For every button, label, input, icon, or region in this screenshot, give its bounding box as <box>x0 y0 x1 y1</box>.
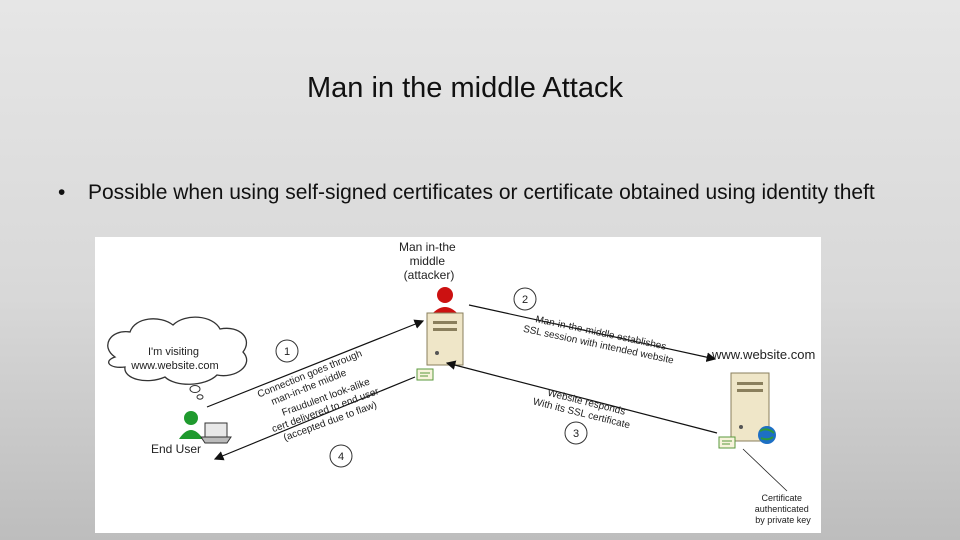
attacker-label: Man in-the middle (attacker) <box>399 240 459 282</box>
real-certificate-icon <box>718 436 736 449</box>
bullet-text: Possible when using self-signed certific… <box>88 181 875 204</box>
step-2-number: 2 <box>522 294 528 306</box>
mitm-diagram: Man in-the middle (attacker) <box>95 237 821 533</box>
step-1-badge <box>275 339 299 363</box>
step-2-badge <box>513 287 537 311</box>
step-1-number: 1 <box>284 346 290 358</box>
attacker-person-icon <box>431 287 459 315</box>
slide-title: Man in the middle Attack <box>307 72 623 104</box>
fake-certificate-icon <box>416 368 434 381</box>
step-4-badge <box>329 444 353 468</box>
step-3-badge <box>564 421 588 445</box>
thought-bubble-text: I'm visiting www.website.com <box>130 346 218 372</box>
bullet-dot: • <box>58 181 66 204</box>
bullet-item: • Possible when using self-signed certif… <box>58 180 882 206</box>
step-2-arrow <box>468 304 717 362</box>
step-3-number: 3 <box>573 428 579 440</box>
certificate-pointer <box>742 448 788 492</box>
step-2-text: Man-in-the-middle establishes SSL sessio… <box>522 312 677 367</box>
end-user-icon <box>179 411 232 444</box>
step-4-number: 4 <box>338 451 344 463</box>
attacker-server-icon <box>426 312 464 366</box>
step-1-arrow <box>206 319 425 408</box>
end-user-label: End User <box>151 442 201 456</box>
website-server-icon <box>730 372 776 444</box>
step-4-arrow <box>213 376 416 461</box>
certificate-label: Certificate authenticated by private key <box>755 493 812 525</box>
thought-bubble: I'm visiting www.website.com <box>107 316 248 400</box>
website-label: www.website.com <box>711 347 815 362</box>
diagram-canvas: Man in-the middle (attacker) <box>107 240 815 525</box>
step-3-arrow <box>445 360 718 434</box>
